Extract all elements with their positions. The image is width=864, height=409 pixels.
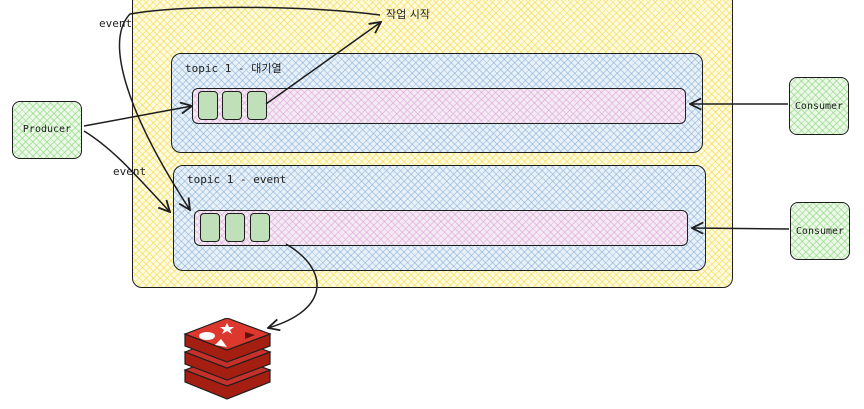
redis-logo-icon — [183, 318, 272, 400]
message-block[interactable] — [250, 213, 270, 242]
producer-node[interactable]: Producer — [12, 101, 82, 159]
event-label: event — [113, 165, 147, 178]
consumer-label: Consumer — [794, 101, 844, 112]
message-block[interactable] — [200, 213, 220, 242]
producer-label: Producer — [22, 124, 72, 135]
message-block[interactable] — [225, 213, 245, 242]
message-block[interactable] — [222, 91, 242, 120]
event-label: event — [99, 17, 133, 30]
message-block[interactable] — [198, 91, 218, 120]
message-block[interactable] — [247, 91, 267, 120]
consumer-node[interactable]: Consumer — [790, 202, 850, 260]
message-track — [194, 210, 688, 246]
job-start-label: 작업 시작 — [386, 8, 430, 21]
consumer-label: Consumer — [795, 226, 845, 237]
queue-title: topic 1 - event — [187, 173, 287, 186]
consumer-node[interactable]: Consumer — [789, 77, 849, 135]
queue-title: topic 1 - 대기열 — [185, 62, 282, 75]
